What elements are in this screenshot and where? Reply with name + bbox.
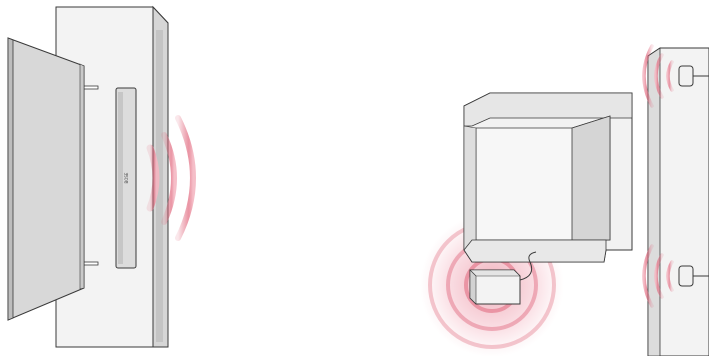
right-wall-panel — [647, 47, 709, 356]
surround-speaker-bottom — [678, 265, 709, 287]
soundbar: BOSE — [115, 87, 137, 269]
soundbar-logo: BOSE — [124, 172, 129, 183]
bass-module — [469, 269, 521, 305]
sound-wave-icon — [146, 115, 196, 241]
left-scene: BOSE — [7, 5, 196, 348]
armchair — [463, 92, 633, 263]
bass-module-cable — [519, 251, 537, 281]
sound-wave-icon — [642, 244, 674, 308]
sound-wave-icon — [642, 44, 674, 108]
surround-speaker-top — [678, 65, 709, 87]
tv-panel — [7, 37, 85, 321]
right-scene — [420, 44, 709, 356]
